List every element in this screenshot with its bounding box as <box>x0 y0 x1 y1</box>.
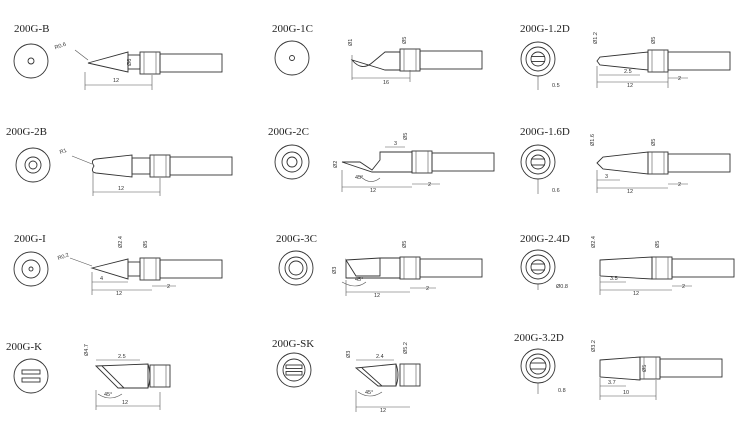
dim-2-4d-d24: Ø2.4 <box>591 236 597 248</box>
dim-sk-45: 45° <box>365 390 373 396</box>
dim-3-2d-10: 10 <box>623 390 629 396</box>
dim-3-2d-d32: Ø3.2 <box>591 340 597 352</box>
dim-2b-12: 12 <box>118 186 124 192</box>
dim-i-2: 2 <box>167 284 170 290</box>
tip-title-1-2d: 200G-1.2D <box>520 23 570 35</box>
dim-k-12: 12 <box>122 400 128 406</box>
dim-b-r06: R0.6 <box>54 42 67 52</box>
tip-k-side-view: Ø4.7 2.5 45° 12 <box>84 344 171 410</box>
dim-2-4d-35: 3.5 <box>610 276 618 282</box>
tip-1c-side-view: Ø1 Ø5 16 <box>348 37 483 86</box>
dim-3c-2: 2 <box>426 286 429 292</box>
dim-1-2d-25: 2.5 <box>624 69 632 75</box>
dim-1-2d-2: 2 <box>678 76 681 82</box>
dim-sk-d3: Ø3 <box>346 351 352 358</box>
tip-title-3c: 200G-3C <box>276 233 317 245</box>
tip-2b-end-view <box>15 147 51 183</box>
dim-2-4d-d5: Ø5 <box>655 241 661 248</box>
dim-b-12: 12 <box>113 78 119 84</box>
dim-2c-45: 45° <box>355 175 363 181</box>
dim-1-6d-2: 2 <box>678 182 681 188</box>
tip-title-1c: 200G-1C <box>272 23 313 35</box>
dim-b-d6: Ø6 <box>127 59 133 66</box>
dim-k-25: 2.5 <box>118 354 126 360</box>
tip-title-b: 200G-B <box>14 23 50 35</box>
dim-3c-12: 12 <box>374 293 380 299</box>
dim-i-4: 4 <box>100 276 103 282</box>
dim-3-2d-d5: Ø5 <box>642 365 648 372</box>
tip-title-i: 200G-I <box>14 233 46 245</box>
dim-1-2d-d12: Ø1.2 <box>593 32 599 44</box>
tip-sk-side-view: Ø3 Ø5.2 2.4 45° 12 <box>346 342 421 414</box>
dim-3c-d3: Ø3 <box>332 267 338 274</box>
dim-i-12: 12 <box>116 291 122 297</box>
dim-1-6d-06: 0.6 <box>552 188 560 194</box>
tip-3-2d-end-view: 0.8 <box>520 348 566 394</box>
dim-3c-45: 45° <box>355 277 363 283</box>
dim-sk-d52: Ø5.2 <box>403 342 409 354</box>
dim-1c-16: 16 <box>383 80 389 86</box>
tip-1-2d-end-view: 0.5 <box>520 41 560 90</box>
dim-2-4d-2: 2 <box>682 284 685 290</box>
dim-2c-12: 12 <box>370 188 376 194</box>
tip-b-side-view: R0.6 Ø6 12 <box>54 42 223 90</box>
tip-2c-end-view <box>274 144 310 180</box>
dim-1-2d-d5: Ø5 <box>651 37 657 44</box>
tip-title-2b: 200G-2B <box>6 126 47 138</box>
tip-1-6d-end-view: 0.6 <box>520 144 560 194</box>
dim-3-2d-37: 3.7 <box>608 380 616 386</box>
tip-2-4d-end-view: Ø0.8 <box>520 249 568 290</box>
dim-k-45: 45° <box>104 392 112 398</box>
dim-1-6d-d16: Ø1.6 <box>590 134 596 146</box>
tip-2b-side-view: R1 12 <box>59 148 233 196</box>
dim-3c-d5: Ø5 <box>402 241 408 248</box>
tip-2c-side-view: Ø2 Ø5 3 45° 12 2 <box>333 133 495 194</box>
tip-sk-end-view <box>276 352 312 388</box>
tip-k-end-view <box>13 358 49 394</box>
tip-i-end-view <box>13 251 49 287</box>
dim-2-4d-12: 12 <box>633 291 639 297</box>
tip-title-3-2d: 200G-3.2D <box>514 332 564 344</box>
tip-3c-side-view: Ø3 Ø5 45° 12 2 <box>332 241 483 299</box>
tip-3c-end-view <box>278 250 314 286</box>
dim-1-6d-3: 3 <box>605 174 608 180</box>
dim-sk-24: 2.4 <box>376 354 384 360</box>
dim-2b-r1: R1 <box>59 148 68 156</box>
dim-3-2d-08: 0.8 <box>558 388 566 394</box>
dim-1-6d-12: 12 <box>627 189 633 195</box>
dim-k-d47: Ø4.7 <box>84 344 90 356</box>
dim-1c-d5: Ø5 <box>402 37 408 44</box>
dim-2c-d2: Ø2 <box>333 161 339 168</box>
dim-2c-d5: Ø5 <box>403 133 409 140</box>
tip-i-side-view: R0.2 Ø2.4 Ø5 4 12 2 <box>57 236 223 297</box>
dim-1-2d-05: 0.5 <box>552 83 560 89</box>
dim-1-6d-d5: Ø5 <box>651 139 657 146</box>
tip-title-1-6d: 200G-1.6D <box>520 126 570 138</box>
dim-2c-2: 2 <box>428 182 431 188</box>
dim-1-2d-12: 12 <box>627 83 633 89</box>
dim-i-r02: R0.2 <box>57 252 70 262</box>
dim-2c-3: 3 <box>394 141 397 147</box>
tip-2-4d-side-view: Ø2.4 Ø5 3.5 12 2 <box>591 236 735 297</box>
tip-1-6d-side-view: Ø1.6 Ø5 3 12 2 <box>590 134 731 195</box>
tip-b-end-view <box>13 43 49 79</box>
tip-title-2c: 200G-2C <box>268 126 309 138</box>
tip-title-k: 200G-K <box>6 341 43 353</box>
tip-1c-end-view <box>274 40 310 76</box>
tip-3-2d-side-view: Ø3.2 Ø5 3.7 10 <box>591 340 723 400</box>
dim-1c-d1: Ø1 <box>348 39 354 46</box>
dim-sk-12: 12 <box>380 408 386 414</box>
dim-i-d24: Ø2.4 <box>118 236 124 248</box>
dim-i-d5: Ø5 <box>143 241 149 248</box>
tip-1-2d-side-view: Ø1.2 Ø5 2.5 12 2 <box>593 32 731 89</box>
dim-2-4d-d08: Ø0.8 <box>556 284 568 290</box>
tip-title-sk: 200G-SK <box>272 338 315 350</box>
tip-title-2-4d: 200G-2.4D <box>520 233 570 245</box>
